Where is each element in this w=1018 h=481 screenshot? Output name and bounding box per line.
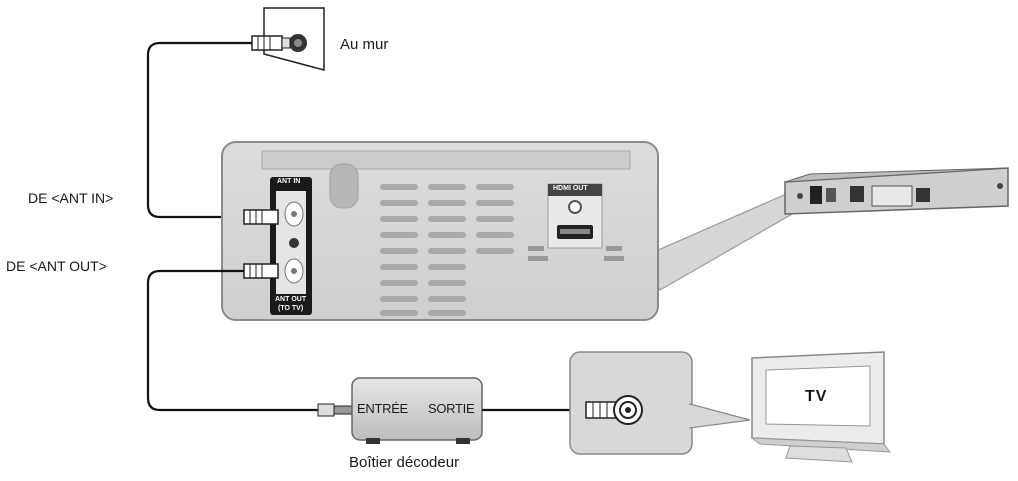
from-ant-out-label: DE <ANT OUT> xyxy=(6,258,107,274)
wall-connector-icon xyxy=(251,35,291,51)
wall-label: Au mur xyxy=(340,36,389,53)
entree-label: ENTRÉE xyxy=(357,401,408,416)
ant-in-panel-label: ANT IN xyxy=(277,178,301,185)
sortie-label: SORTIE xyxy=(428,401,475,416)
from-ant-in-label: DE <ANT IN> xyxy=(28,190,114,206)
hdmi-out-panel-label: HDMI OUT xyxy=(553,185,588,192)
cable-wall-to-ant-in xyxy=(146,41,258,219)
tv-screen-label: TV xyxy=(805,388,828,405)
tv-icon xyxy=(750,351,892,463)
box-input-plug-icon xyxy=(317,403,353,417)
cable-ant-out-to-box xyxy=(146,269,318,412)
to-tv-panel-label: (TO TV) xyxy=(278,305,304,312)
rear-panel xyxy=(221,141,659,321)
ant-out-connector-icon xyxy=(243,263,279,279)
player-device-icon xyxy=(784,167,1009,215)
set-top-box-label: Boîtier décodeur xyxy=(349,454,460,471)
wall-outlet-icon xyxy=(263,7,325,71)
set-top-box xyxy=(351,377,483,444)
ant-in-connector-icon xyxy=(243,209,279,225)
tv-callout xyxy=(569,351,751,455)
ant-out-panel-label: ANT OUT xyxy=(275,296,307,303)
